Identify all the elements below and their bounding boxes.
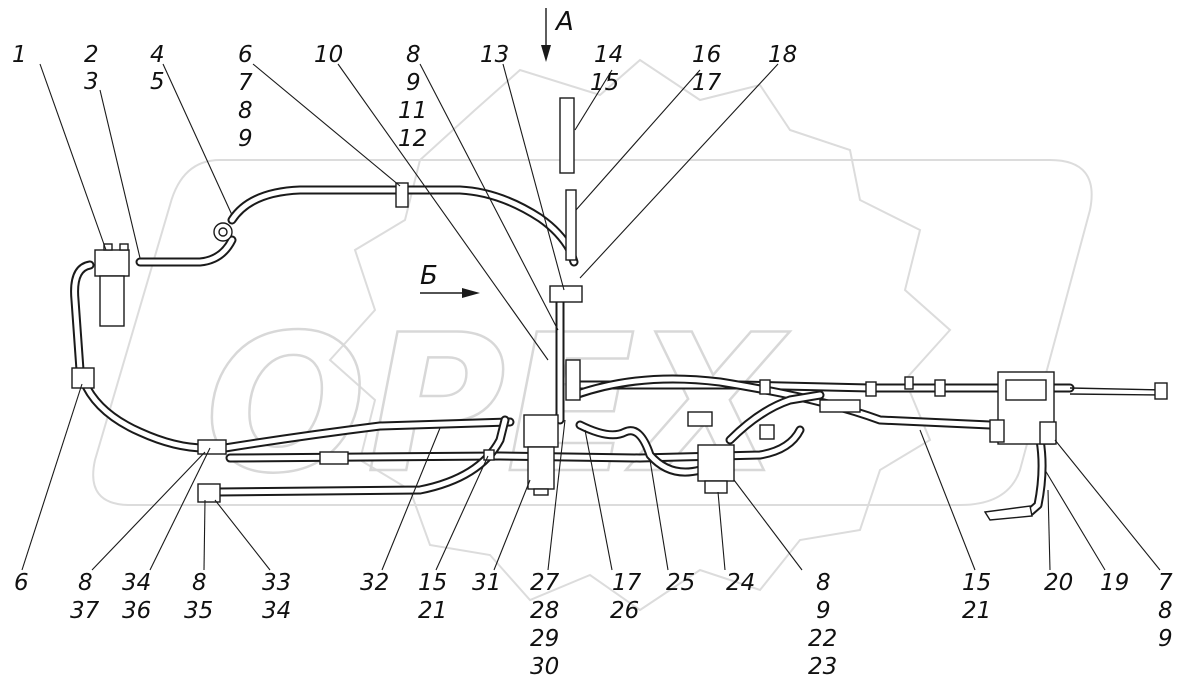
view-a-indicator: A <box>541 7 574 62</box>
callout-25: 25 <box>666 570 695 596</box>
view-b-label: Б <box>420 261 438 291</box>
callout-b6: 6 <box>14 570 29 596</box>
watermark: OPEX <box>92 58 1093 612</box>
callout-13: 13 <box>480 42 509 68</box>
view-a-label: A <box>554 7 574 37</box>
leader-lines <box>21 63 1161 571</box>
callout-18: 18 <box>768 42 797 68</box>
callout-24: 24 <box>726 570 755 596</box>
valve-block <box>697 444 735 482</box>
components <box>71 182 1168 521</box>
callout-32: 32 <box>360 570 389 596</box>
view-b-indicator: Б <box>420 261 480 298</box>
filter-left <box>94 249 130 277</box>
filter-center <box>523 414 559 448</box>
callout-31: 31 <box>472 570 501 596</box>
callout-20: 20 <box>1044 570 1073 596</box>
callout-1: 1 <box>12 42 27 68</box>
watermark-text: OPEX <box>205 294 791 515</box>
callout-19: 19 <box>1100 570 1129 596</box>
callout-10: 10 <box>314 42 343 68</box>
